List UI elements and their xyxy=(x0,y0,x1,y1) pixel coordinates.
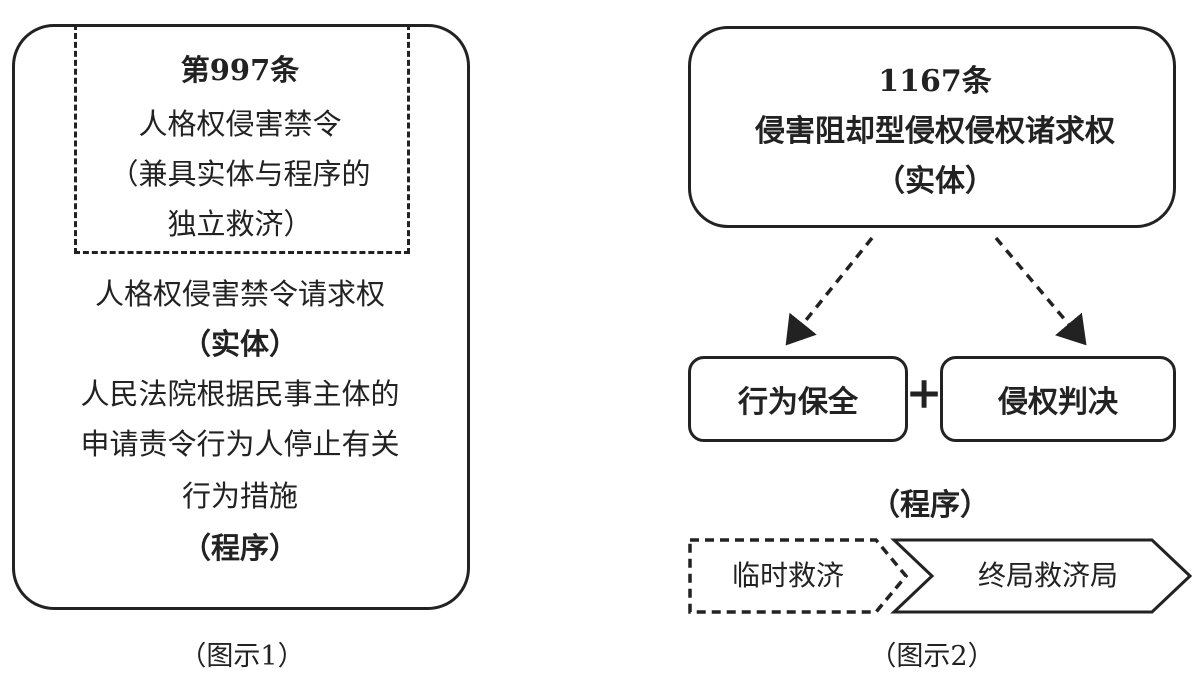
top-line-article: 1167条 xyxy=(878,64,992,99)
figure2-caption: （图示2） xyxy=(869,641,995,672)
procedure-label-2: （程序） xyxy=(870,488,990,523)
procedure-label-1: （程序） xyxy=(181,531,298,565)
chevron-temporary-label: 临时救济 xyxy=(731,559,844,592)
figure1-caption: （图示1） xyxy=(179,641,305,672)
inner-line-3: 独立救济） xyxy=(167,207,313,241)
inner-line-1: 人格权侵害禁令 xyxy=(138,107,342,141)
top-box: 1167条 侵害阻却型侵权侵权诸求权 （实体） xyxy=(688,26,1176,228)
chevron-final xyxy=(890,538,1193,614)
arrow-right xyxy=(994,236,1087,346)
box-judgment-label: 侵权判决 xyxy=(998,385,1118,420)
top-line-claim: 侵害阻却型侵权侵权诸求权 xyxy=(755,114,1115,149)
chevron-temporary xyxy=(688,538,909,614)
box-preservation: 行为保全 xyxy=(688,356,908,442)
figure1-inner-dashed-box xyxy=(74,24,410,254)
plus-sign: + xyxy=(905,368,943,419)
top-line-substance: （实体） xyxy=(875,164,995,199)
box-judgment: 侵权判决 xyxy=(940,356,1176,442)
desc-line-2: 申请责令行为人停止有关 xyxy=(80,427,400,461)
article-number: 第997条 xyxy=(180,53,300,87)
arrow-left xyxy=(785,236,874,346)
inner-line-2: （兼具实体与程序的 xyxy=(109,157,371,191)
chevron-final-label: 终局救济局 xyxy=(977,559,1118,592)
substance-label: （实体） xyxy=(181,327,298,361)
right-name: 人格权侵害禁令请求权 xyxy=(94,277,385,311)
box-preservation-label: 行为保全 xyxy=(738,385,858,420)
desc-line-3: 行为措施 xyxy=(181,479,298,513)
desc-line-1: 人民法院根据民事主体的 xyxy=(80,377,400,411)
